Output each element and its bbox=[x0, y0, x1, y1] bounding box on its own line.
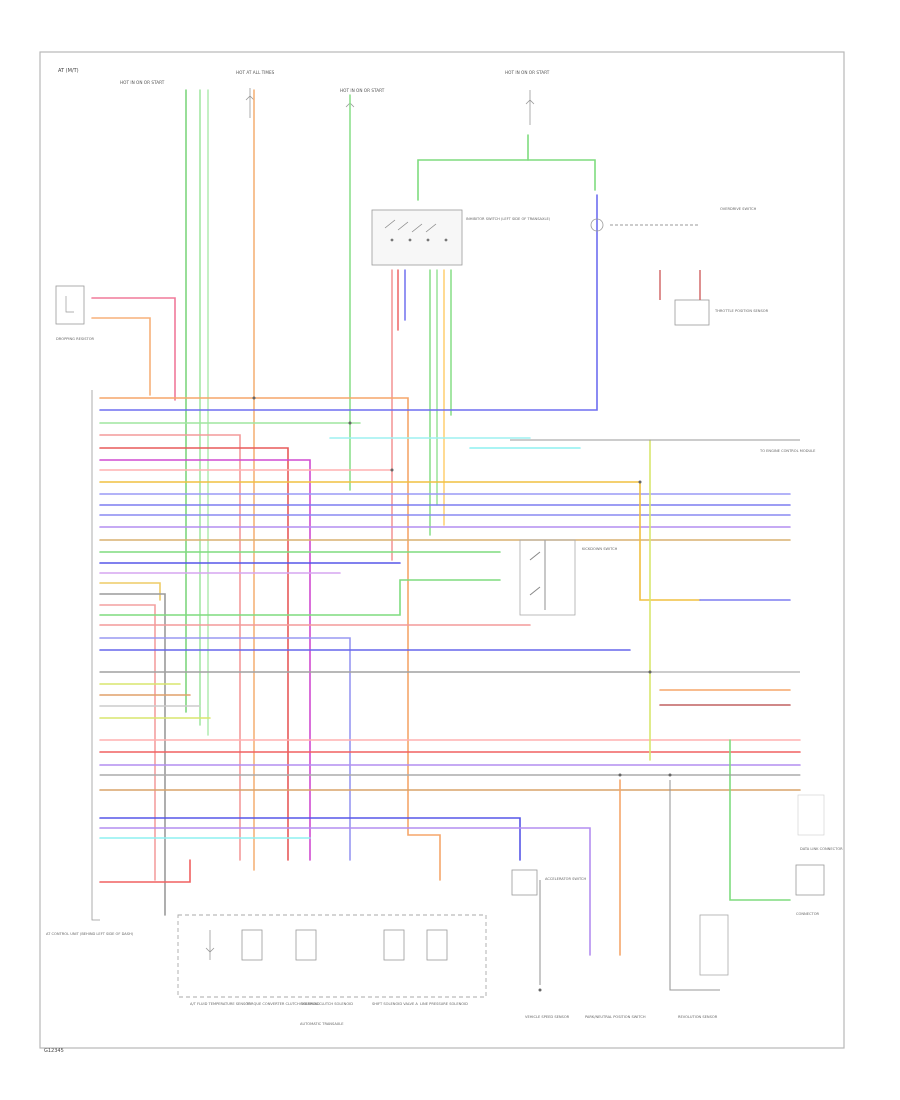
speed-sensor-label: VEHICLE SPEED SENSOR bbox=[525, 1015, 570, 1019]
solenoid-label: A/T FLUID TEMPERATURE SENSOR bbox=[190, 1002, 251, 1006]
solenoid-label: LINE PRESSURE SOLENOID bbox=[420, 1002, 468, 1006]
kickdown-switch-icon bbox=[519, 539, 576, 616]
throttle-sensor-label: THROTTLE POSITION SENSOR bbox=[714, 309, 769, 313]
data-link-label: DATA LINK CONNECTOR bbox=[800, 847, 843, 851]
accel-switch-label: ACCELERATOR SWITCH bbox=[545, 877, 587, 881]
revolution-sensor-label: REVOLUTION SENSOR bbox=[678, 1015, 718, 1019]
transaxle-box bbox=[177, 914, 487, 998]
inhibitor-switch-label: INHIBITOR SWITCH (LEFT SIDE OF TRANSAXLE… bbox=[466, 217, 551, 221]
ecm-connector bbox=[91, 390, 100, 921]
solenoid-label: OVERRUN CLUTCH SOLENOID bbox=[300, 1002, 353, 1006]
overdrive-switch-label: OVERDRIVE SWITCH bbox=[720, 207, 757, 211]
connector-icon bbox=[795, 864, 825, 896]
diagram-header: AT (M/T) bbox=[58, 68, 79, 74]
top-label: HOT IN ON OR START bbox=[120, 80, 165, 85]
resistor-icon bbox=[674, 299, 710, 326]
solenoid-label: SHIFT SOLENOID VALVE A bbox=[372, 1002, 418, 1006]
overdrive-switch-icon bbox=[590, 218, 700, 232]
splice-points bbox=[252, 396, 672, 992]
solenoid-label: TORQUE CONVERTER CLUTCH SOLENOID bbox=[245, 1002, 320, 1006]
ground-lines bbox=[100, 439, 800, 991]
top-label: HOT IN ON OR START bbox=[505, 70, 550, 75]
accelerator-switch-icon bbox=[511, 869, 538, 896]
top-label: HOT IN ON OR START bbox=[340, 88, 385, 93]
wire-harness bbox=[91, 89, 801, 956]
dropping-resistor-label: DROPPING RESISTOR bbox=[56, 337, 95, 341]
fuse-icon bbox=[245, 88, 535, 125]
transaxle-label: AUTOMATIC TRANSAXLE bbox=[300, 1022, 344, 1026]
solenoid-icon bbox=[205, 929, 448, 961]
right-connector-label: CONNECTOR bbox=[796, 912, 820, 916]
data-link-icon bbox=[797, 794, 825, 836]
park-switch-label: PARK/NEUTRAL POSITION SWITCH bbox=[585, 1015, 646, 1019]
inhibitor-switch-icon bbox=[371, 209, 463, 266]
diagram-frame bbox=[39, 51, 845, 1049]
kickdown-label: KICKDOWN SWITCH bbox=[582, 547, 618, 551]
revolution-sensor-icon bbox=[699, 914, 729, 976]
engine-control-label: TO ENGINE CONTROL MODULE bbox=[759, 449, 816, 453]
top-label: HOT AT ALL TIMES bbox=[236, 70, 275, 75]
relay-icon bbox=[55, 285, 85, 325]
ecm-label: AT CONTROL UNIT (BEHIND LEFT SIDE OF DAS… bbox=[46, 932, 134, 936]
diagram-footer: G12345 bbox=[44, 1048, 64, 1054]
